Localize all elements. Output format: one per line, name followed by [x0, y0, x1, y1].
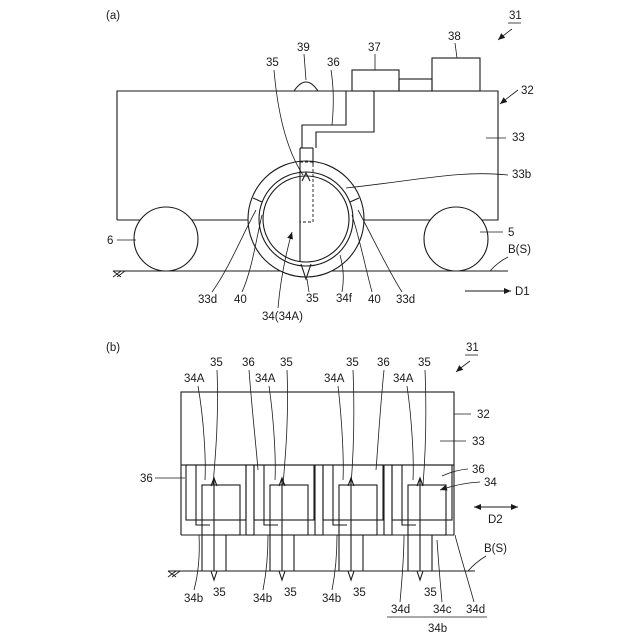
ref-5: 5	[508, 227, 514, 239]
ref-40-right: 40	[368, 294, 381, 306]
lamp-39	[294, 82, 318, 91]
ref-38: 38	[448, 31, 461, 43]
ref-37: 37	[368, 42, 381, 54]
ref-b-ground: B(S)	[484, 543, 507, 555]
ref-b-32: 32	[477, 409, 490, 421]
label-d2: D2	[488, 514, 503, 526]
panel-a: (a) 31	[106, 10, 534, 323]
ref-b-34A-1: 34A	[184, 373, 205, 385]
separator-3	[384, 465, 392, 535]
ref-b-34A-2: 34A	[255, 373, 276, 385]
ref-b-34: 34	[484, 477, 497, 489]
pipe-b-4	[402, 465, 416, 525]
ref-b-35-b4: 35	[424, 587, 437, 599]
ref-b-34A-3: 34A	[324, 373, 345, 385]
ground-hatch-icon	[113, 271, 125, 277]
panel-b-label: (b)	[106, 342, 120, 354]
label-d1: D1	[515, 286, 530, 298]
ref-b-35-4: 35	[418, 357, 431, 369]
separator-1	[246, 465, 254, 535]
ref-b-33: 33	[472, 436, 485, 448]
cutter-units	[186, 465, 452, 580]
ref-b-34c: 34c	[433, 604, 452, 616]
panel-a-label: (a)	[106, 10, 120, 22]
ref-b-34b-3: 34b	[322, 593, 341, 605]
ref-b-36-left: 36	[140, 473, 153, 485]
ref-b-34b-group: 34b	[428, 623, 447, 635]
box-37	[352, 70, 399, 91]
pipe-36	[302, 91, 374, 148]
ref-ground-a: B(S)	[508, 244, 531, 256]
ref-33d-right: 33d	[396, 294, 415, 306]
pipe-b-3	[333, 465, 347, 525]
front-wheel-5	[424, 207, 488, 271]
ref-b-36-2: 36	[377, 357, 390, 369]
ref-b-35-3: 35	[346, 357, 359, 369]
recess-1	[186, 465, 246, 520]
recess-4	[392, 465, 452, 520]
ref-b-35-2: 35	[280, 357, 293, 369]
ref-33: 33	[512, 132, 525, 144]
ref-disc: 34(34A)	[262, 311, 303, 323]
ground-hatch-b-icon	[168, 571, 180, 577]
ref-39: 39	[297, 42, 310, 54]
connector	[399, 79, 432, 91]
ref-b-34b-1: 34b	[184, 593, 203, 605]
ref-b-34A-4: 34A	[393, 373, 414, 385]
ref-35-bottom: 35	[306, 293, 319, 305]
ref-b-36-right: 36	[472, 464, 485, 476]
recess-3	[323, 465, 383, 520]
disc-b-4	[408, 485, 446, 535]
ref-34f: 34f	[336, 293, 353, 305]
ref-b-34b-2: 34b	[253, 593, 272, 605]
ref-33b: 33b	[512, 169, 531, 181]
ref-device-31-b: 31	[466, 342, 479, 354]
ref-b-34d-right: 34d	[466, 604, 485, 616]
blade-tip-bottom-b-2	[279, 571, 285, 580]
rear-wheel-6	[134, 207, 198, 271]
ref-32: 32	[521, 85, 534, 97]
panel-b: (b) 31 D2 35 36 35 35 36 35 34A 34A 34A	[106, 342, 518, 635]
ref-b-35-b1: 35	[213, 587, 226, 599]
disc-b-2	[270, 485, 308, 535]
disc-b-1	[202, 485, 240, 535]
ref-36: 36	[327, 57, 340, 69]
ref-40-left: 40	[234, 294, 247, 306]
box-38	[432, 58, 480, 91]
ref-b-36-1: 36	[242, 357, 255, 369]
ref-b-35-1: 35	[210, 357, 223, 369]
pipe-b-2	[264, 465, 278, 525]
ref-33d-left: 33d	[198, 294, 217, 306]
ref-6: 6	[107, 235, 113, 247]
separator-2	[315, 465, 323, 535]
ref-35-top: 35	[266, 57, 279, 69]
ref-b-34d-left: 34d	[391, 604, 410, 616]
blade-tip-bottom-b-4	[417, 571, 423, 580]
blade-tip-bottom-b-3	[348, 571, 354, 580]
disc-b-3	[339, 485, 377, 535]
ref-b-35-b2: 35	[284, 587, 297, 599]
blade-tip-bottom-b-1	[211, 571, 217, 580]
housing-outer	[248, 161, 364, 277]
pipe-b-1	[196, 465, 210, 525]
ref-b-35-b3: 35	[353, 587, 366, 599]
ref-device-31: 31	[509, 10, 522, 22]
